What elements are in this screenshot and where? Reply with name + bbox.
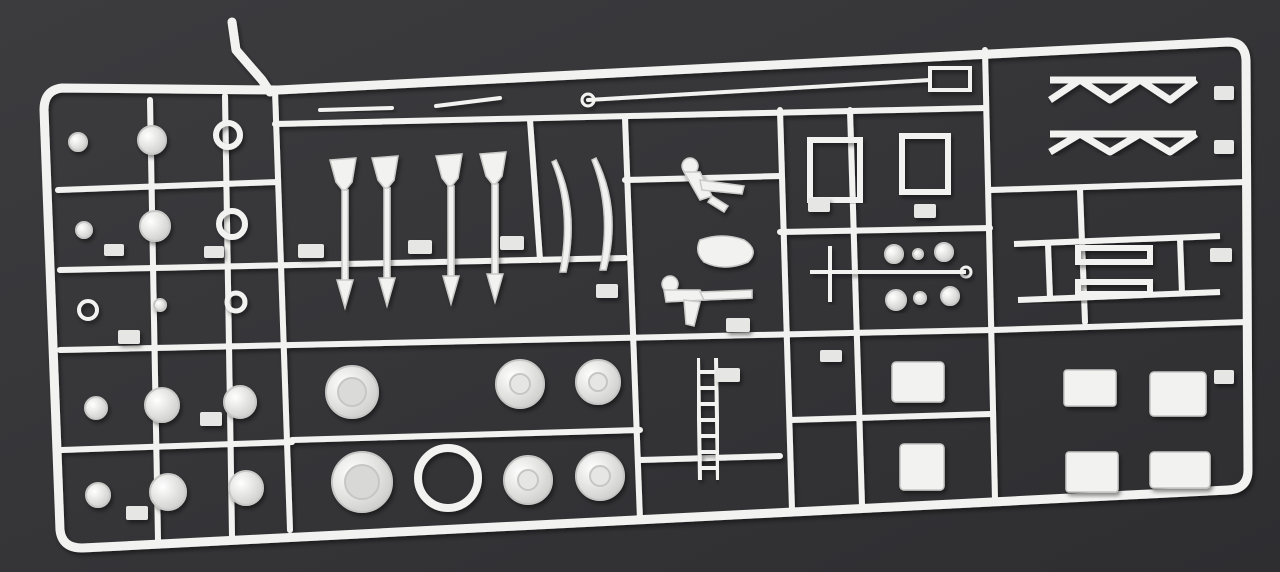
sprue-top-gate [227, 17, 275, 97]
gate-tabs [104, 86, 1234, 520]
small-wheels [68, 120, 264, 511]
figures [661, 157, 754, 327]
zigzag-parts [1048, 76, 1199, 156]
rocket-parts [329, 151, 507, 311]
curved-shields [551, 156, 613, 273]
boxy-parts [891, 361, 1211, 493]
vertical-runners [147, 47, 1088, 543]
large-drums [325, 359, 625, 513]
sprue-frame [39, 17, 1253, 553]
top-rods [318, 66, 972, 112]
bracket-frame [1013, 233, 1221, 303]
horizontal-runners [55, 105, 1249, 463]
window-frames [807, 133, 951, 203]
sprue-outer-frame [39, 37, 1253, 553]
axle-rods [810, 246, 966, 302]
axle-wheels [884, 242, 973, 311]
